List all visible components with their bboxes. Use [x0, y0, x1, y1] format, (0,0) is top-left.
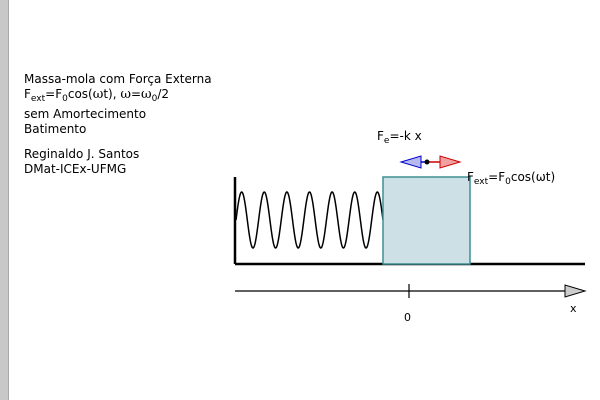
caption-department: DMat-ICEx-UFMG: [24, 162, 127, 176]
caption-title: Massa-mola com Força Externa: [24, 72, 212, 86]
force-application-point: [424, 159, 430, 165]
caption-beat: Batimento: [24, 122, 87, 136]
caption-author: Reginaldo J. Santos: [24, 147, 140, 161]
spring-force-label: Fe=-k x: [377, 129, 422, 146]
mass-block: [382, 176, 471, 265]
axis-x-label: x: [570, 302, 577, 315]
window-left-border: [0, 0, 9, 400]
spring-force-arrow: [399, 155, 422, 169]
external-force-label: Fext=F0cos(ωt): [467, 170, 556, 187]
caption-block: Massa-mola com Força Externa Fext=F0cos(…: [24, 72, 212, 177]
caption-equation: Fext=F0cos(ωt), ω=ω0/2: [24, 87, 170, 104]
external-force-arrow: [439, 155, 462, 169]
axis-origin-label: 0: [404, 311, 411, 324]
spring: [235, 191, 384, 249]
x-axis-arrowhead: [564, 284, 587, 298]
caption-damping: sem Amortecimento: [24, 107, 147, 121]
